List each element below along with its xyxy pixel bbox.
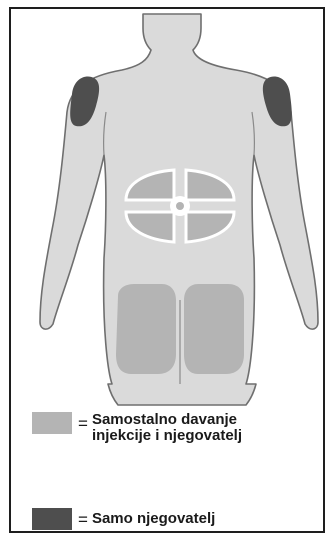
legend-light-line1: Samostalno davanje <box>92 412 242 428</box>
legend-dark-swatch <box>32 508 72 530</box>
legend-dark-equals: = <box>78 511 88 528</box>
legend-light-line2: injekcije i njegovatelj <box>92 428 242 444</box>
right-thigh-zone <box>184 284 244 374</box>
legend-dark-label: Samo njegovatelj <box>92 511 215 527</box>
legend-light-text: Samostalno davanje injekcije i njegovate… <box>92 412 242 444</box>
legend-light-swatch <box>32 412 72 434</box>
legend-dark-row: = Samo njegovatelj <box>32 508 215 530</box>
legend-light-equals: = <box>78 415 88 432</box>
navel-icon <box>176 202 184 210</box>
left-thigh-zone <box>116 284 176 374</box>
legend-light-row: = Samostalno davanje injekcije i njegova… <box>32 412 242 444</box>
